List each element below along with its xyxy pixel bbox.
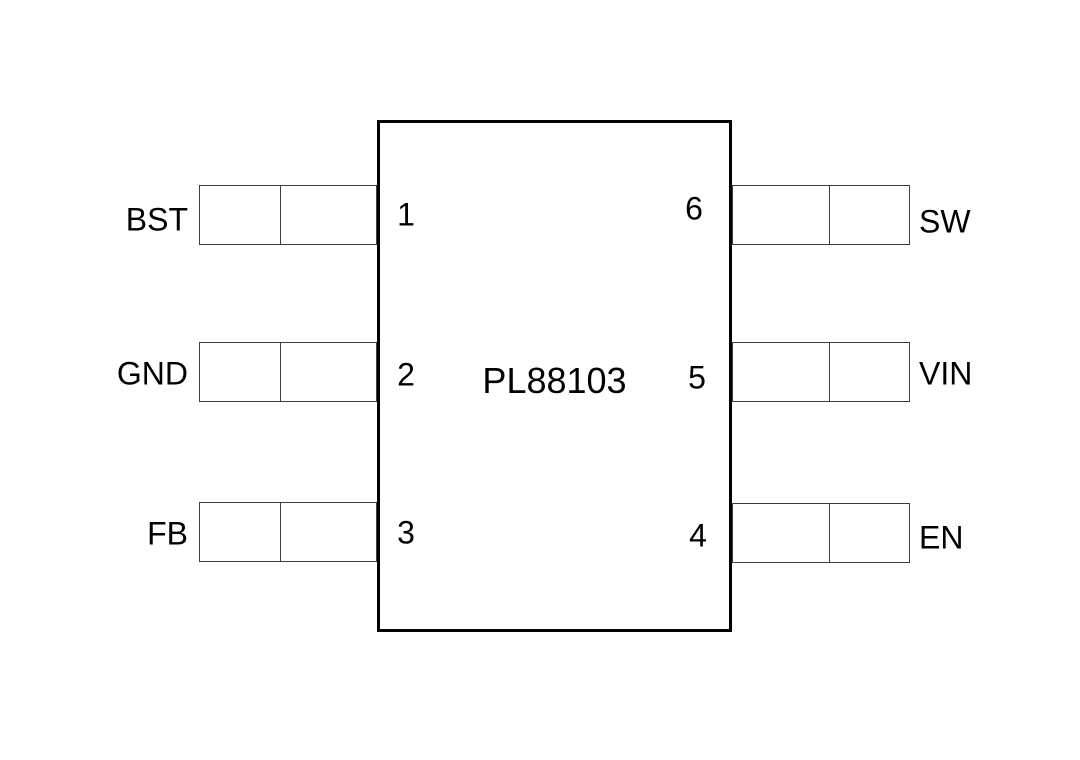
pin-number-3: 3 <box>397 514 415 551</box>
pin-label-vin: VIN <box>919 355 973 392</box>
ic-body: PL88103 <box>377 120 732 632</box>
lead-divider <box>829 343 830 401</box>
pin-label-bst: BST <box>125 201 188 238</box>
pin-lead-2 <box>199 342 377 402</box>
lead-divider <box>829 186 830 244</box>
pin-number-6: 6 <box>685 190 703 227</box>
pin-label-gnd: GND <box>116 355 188 392</box>
pin-number-1: 1 <box>397 196 415 233</box>
pin-number-2: 2 <box>397 356 415 393</box>
pin-label-sw: SW <box>919 203 971 240</box>
pin-label-en: EN <box>919 519 964 556</box>
pin-lead-3 <box>199 502 377 562</box>
part-number-label: PL88103 <box>482 360 627 401</box>
lead-divider <box>280 503 281 561</box>
pin-lead-1 <box>199 185 377 245</box>
pin-lead-4 <box>732 503 910 563</box>
pin-lead-5 <box>732 342 910 402</box>
pin-number-5: 5 <box>688 359 706 396</box>
lead-divider <box>280 343 281 401</box>
pin-label-fb: FB <box>147 515 188 552</box>
lead-divider <box>280 186 281 244</box>
pin-lead-6 <box>732 185 910 245</box>
lead-divider <box>829 504 830 562</box>
pin-number-4: 4 <box>689 517 707 554</box>
